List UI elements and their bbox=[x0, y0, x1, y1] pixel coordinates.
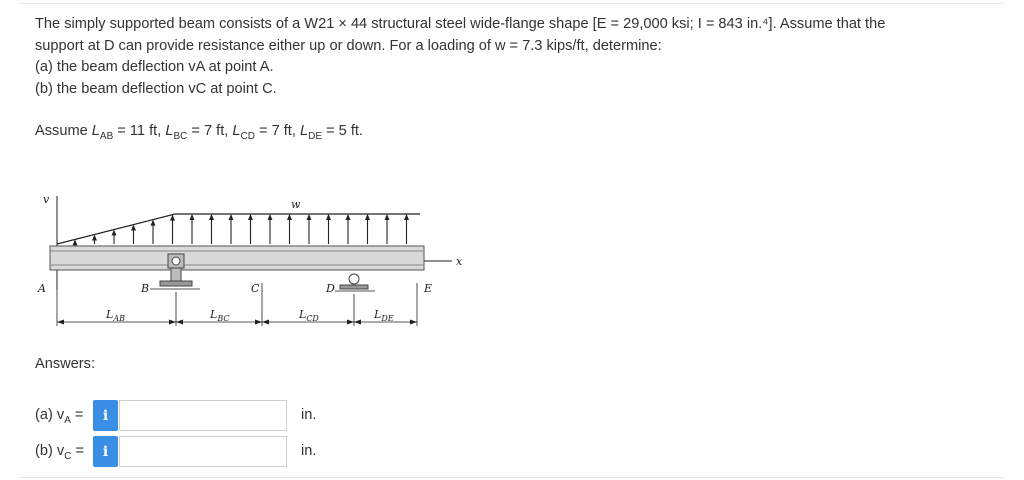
answer-input-a[interactable] bbox=[119, 400, 287, 431]
info-button-b[interactable]: i bbox=[93, 436, 118, 467]
load-arrow-head bbox=[287, 214, 292, 220]
pin-support-b bbox=[150, 253, 200, 290]
load-arrow-head bbox=[228, 214, 234, 220]
frame-bottom-border bbox=[19, 477, 1004, 478]
point-e-label: E bbox=[423, 282, 432, 295]
frame-top-border bbox=[19, 3, 1004, 4]
load-outline bbox=[56, 213, 420, 245]
problem-line-1: The simply supported beam consists of a … bbox=[35, 16, 886, 32]
load-arrow-head bbox=[248, 214, 253, 220]
point-a-label: A bbox=[37, 282, 46, 295]
dim-label-ab: LAB bbox=[105, 308, 125, 323]
info-button-a[interactable]: i bbox=[93, 400, 118, 431]
load-arrow-head bbox=[326, 214, 331, 220]
load-arrow-head bbox=[150, 219, 156, 226]
dim-label-de: LDE bbox=[373, 308, 394, 323]
roller-support-d bbox=[335, 273, 375, 292]
load-label: w bbox=[291, 198, 301, 211]
v-axis-label: v bbox=[43, 193, 50, 206]
load-arrow-head bbox=[306, 214, 312, 220]
problem-line-2: support at D can provide resistance eith… bbox=[35, 37, 662, 54]
load-arrow-head bbox=[189, 214, 195, 220]
answer-a-unit: in. bbox=[301, 407, 317, 423]
assumption-line: Assume LAB = 11 ft, LBC = 7 ft, LCD = 7 … bbox=[35, 123, 363, 142]
answer-input-b[interactable] bbox=[119, 436, 287, 467]
load-arrow-head bbox=[170, 214, 175, 221]
dim-label-bc: LBC bbox=[209, 308, 229, 323]
answers-heading: Answers: bbox=[35, 356, 96, 372]
load-arrow-head bbox=[404, 214, 409, 220]
point-d-label: D bbox=[325, 282, 335, 295]
load-arrow-head bbox=[209, 214, 214, 220]
point-b-label: B bbox=[140, 282, 149, 295]
problem-line-4: (b) the beam deflection vC at point C. bbox=[35, 80, 277, 97]
load-arrows bbox=[72, 214, 409, 246]
dim-label-cd: LCD bbox=[298, 308, 319, 323]
point-c-label: C bbox=[251, 282, 260, 295]
load-arrow-head bbox=[111, 229, 117, 236]
problem-line-3: (a) the beam deflection vA at point A. bbox=[35, 59, 274, 75]
problem-statement: The simply supported beam consists of a … bbox=[35, 14, 995, 100]
beam bbox=[49, 245, 425, 271]
load-arrow-head bbox=[365, 214, 370, 220]
x-axis-label: x bbox=[456, 255, 463, 268]
answer-b-unit: in. bbox=[301, 443, 317, 459]
load-arrow-head bbox=[72, 239, 78, 246]
answer-a-label: (a) vA = bbox=[35, 407, 84, 426]
load-arrow-head bbox=[345, 214, 351, 220]
answer-b-label: (b) vC = bbox=[35, 443, 84, 462]
load-arrow-head bbox=[384, 214, 390, 220]
load-arrow-head bbox=[92, 234, 97, 241]
load-arrow-head bbox=[267, 214, 273, 220]
load-arrow-head bbox=[131, 224, 136, 231]
dimension-arrows bbox=[57, 319, 417, 325]
